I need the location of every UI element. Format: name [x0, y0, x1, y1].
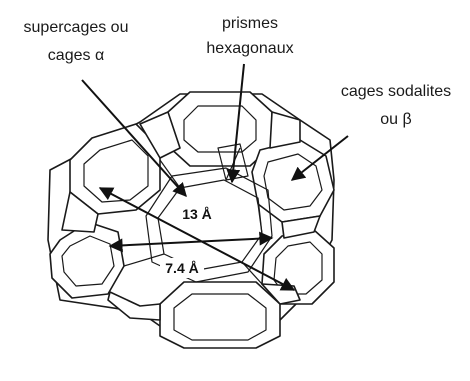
sodalite-cage-upper-left: [70, 124, 160, 214]
sodalite-cage-bottom: [160, 282, 280, 348]
label-supercages-line2: cages α: [48, 47, 104, 64]
label-prismes-line2: hexagonaux: [206, 40, 293, 57]
label-13A: 13 Å: [182, 206, 212, 222]
label-prismes-line1: prismes: [222, 15, 278, 32]
label-supercages-line1: supercages ou: [24, 19, 129, 36]
label-74A: 7.4 Å: [165, 260, 198, 276]
label-sodalites-line2: ou β: [380, 111, 411, 128]
label-sodalites-line1: cages sodalites: [341, 83, 451, 100]
